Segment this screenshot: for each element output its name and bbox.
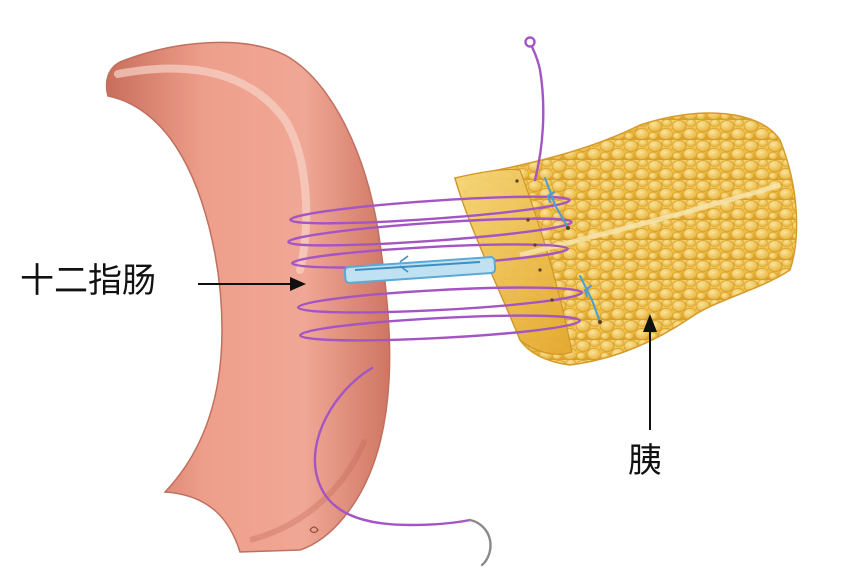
suture-loops [287, 36, 584, 527]
papilla-mark [309, 526, 319, 534]
label-duodenum: 十二指肠 [20, 261, 156, 301]
duct-stitches [544, 177, 601, 323]
stent [343, 255, 497, 284]
thread-end [468, 518, 492, 567]
arrow-right-icon [198, 277, 306, 291]
arrow-up-icon [643, 314, 657, 430]
pancreas [454, 112, 798, 366]
label-pancreas: 胰 [628, 441, 662, 481]
suture-dots [515, 179, 602, 324]
duodenum [105, 41, 391, 553]
